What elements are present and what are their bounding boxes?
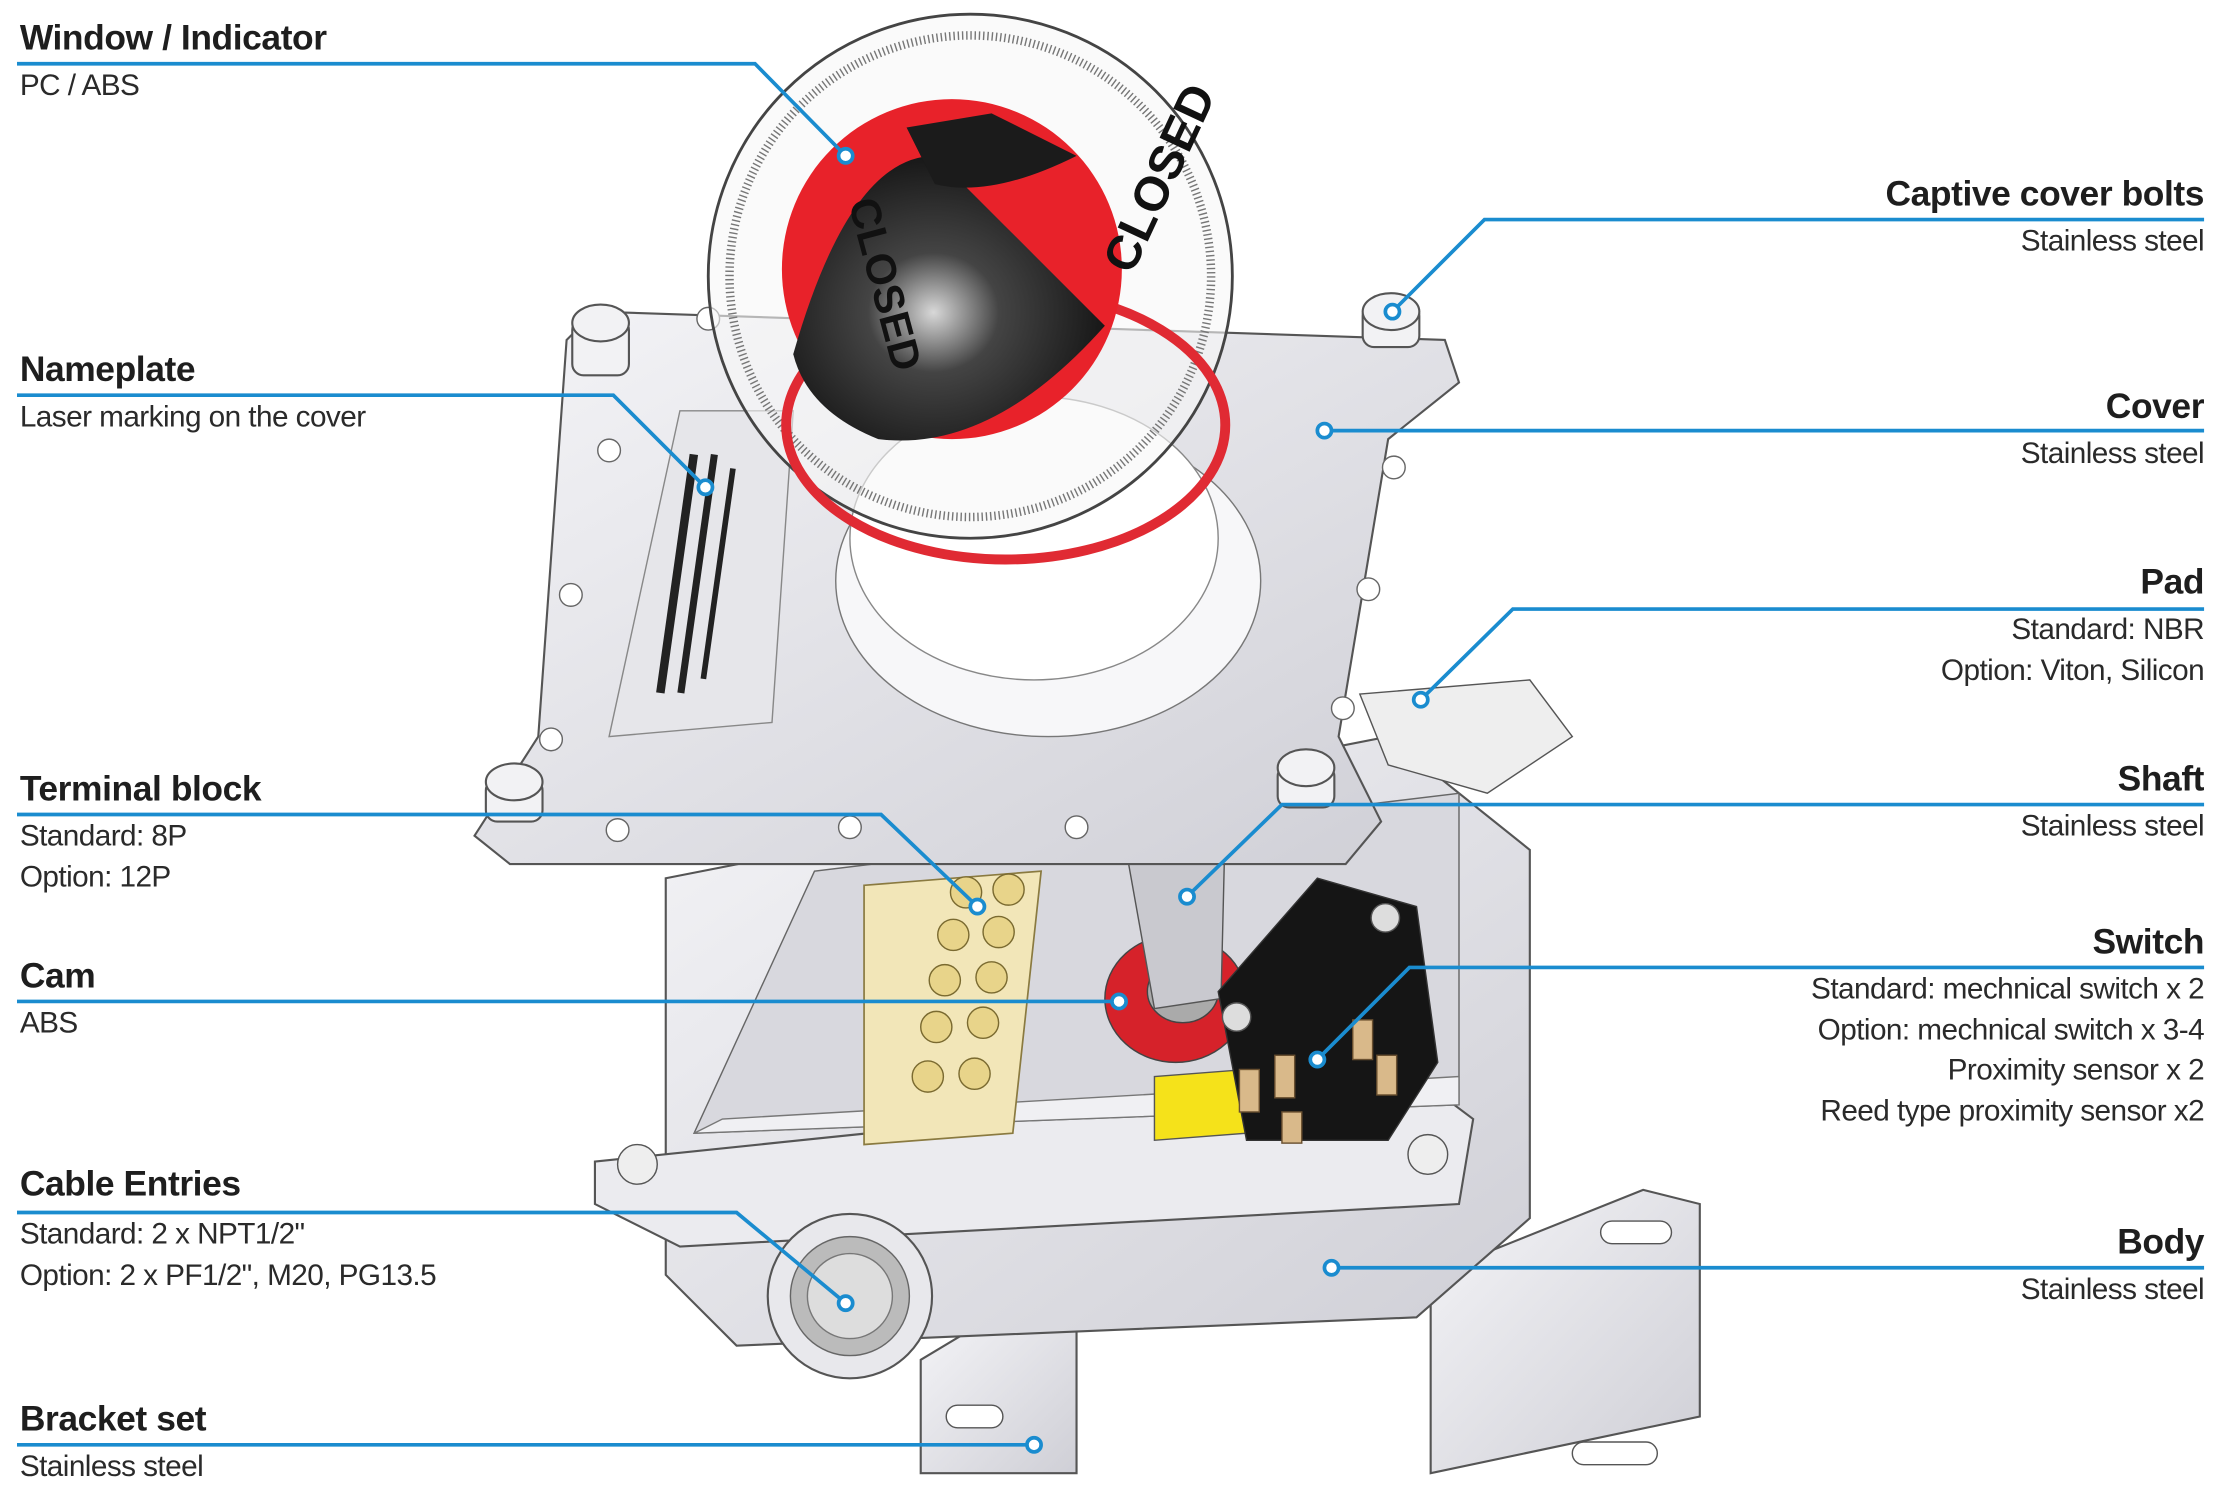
callout-detail: Stainless steel <box>2020 810 2205 843</box>
shaft-and-cam <box>1104 820 1248 1142</box>
leader-lines <box>16 61 2205 1447</box>
leader-switch <box>1316 965 2205 1061</box>
leader-captive-bolts <box>1391 217 2205 313</box>
callout-title: Pad <box>2140 562 2205 603</box>
callout-title: Switch <box>2092 922 2205 962</box>
leader-cable-entries <box>16 1210 847 1305</box>
leader-nameplate <box>16 393 707 489</box>
leader-window <box>16 61 847 158</box>
captive-cover-bolts <box>484 292 1421 823</box>
callout-detail: Option: 2 x PF1/2", M20, PG13.5 <box>19 1258 437 1292</box>
callout-detail: Option: mechnical switch x 3-4 <box>1817 1013 2205 1047</box>
cover <box>473 306 1461 866</box>
callout-detail: Stainless steel <box>2020 1273 2205 1307</box>
callout-detail: Option: 12P <box>19 860 171 894</box>
callout-detail: Stainless steel <box>2020 437 2205 471</box>
callout-body: Body Stainless steel <box>2020 1221 2205 1311</box>
callout-title: Nameplate <box>19 349 196 390</box>
callout-detail: PC / ABS <box>19 69 140 102</box>
callout-detail: Stainless steel <box>19 1450 204 1484</box>
window-indicator: CLOSED CLOSED <box>706 12 1234 565</box>
callout-detail: Standard: 8P <box>19 820 187 853</box>
nameplate-marking <box>656 453 736 694</box>
callout-shaft: Shaft Stainless steel <box>2020 758 2205 848</box>
callout-title: Terminal block <box>19 769 262 809</box>
callout-detail: ABS <box>19 1007 78 1040</box>
callout-detail: Laser marking on the cover <box>19 400 366 434</box>
leader-shaft <box>1185 802 2205 898</box>
callout-title: Bracket set <box>19 1399 207 1440</box>
callout-title: Cable Entries <box>19 1164 241 1205</box>
callout-detail: Reed type proximity sensor x2 <box>1820 1094 2205 1127</box>
callout-cam: Cam ABS <box>19 955 96 1045</box>
callout-nameplate: Nameplate Laser marking on the cover <box>20 348 366 438</box>
callout-title: Cam <box>19 956 96 996</box>
callout-detail: Standard: NBR <box>2011 613 2205 646</box>
callout-title: Body <box>2117 1222 2205 1263</box>
callout-title: Shaft <box>2117 759 2205 799</box>
callout-window-indicator: Window / Indicator PC / ABS <box>20 17 327 107</box>
callout-captive-cover-bolts: Captive cover bolts Stainless steel <box>1885 173 2204 263</box>
callout-title: Captive cover bolts <box>1885 174 2205 214</box>
callout-detail: Option: Viton, Silicon <box>1940 653 2205 687</box>
bracket-set <box>919 1188 1701 1475</box>
callout-detail: Stainless steel <box>2020 225 2205 258</box>
terminal-block <box>863 870 1043 1146</box>
leader-dots <box>696 146 1430 1454</box>
callout-title: Cover <box>2105 386 2205 427</box>
callout-terminal-block: Terminal block Standard: 8P Option: 12P <box>19 768 262 898</box>
callout-cover: Cover Stainless steel <box>2020 385 2205 475</box>
callout-switch: Switch Standard: mechnical switch x 2 Op… <box>1811 921 2205 1132</box>
callout-pad: Pad Standard: NBR Option: Viton, Silicon <box>1940 561 2205 691</box>
leader-pad <box>1419 607 2205 702</box>
leader-terminal-block <box>16 812 979 908</box>
callout-bracket-set: Bracket set Stainless steel <box>19 1398 207 1488</box>
callout-title: Window / Indicator <box>19 18 327 59</box>
callout-detail: Standard: 2 x NPT1/2" <box>19 1218 305 1251</box>
callout-cable-entries: Cable Entries Standard: 2 x NPT1/2" Opti… <box>19 1163 437 1296</box>
callout-detail: Standard: mechnical switch x 2 <box>1811 973 2205 1006</box>
callout-detail: Proximity sensor x 2 <box>1947 1053 2205 1087</box>
switch <box>1217 877 1439 1144</box>
